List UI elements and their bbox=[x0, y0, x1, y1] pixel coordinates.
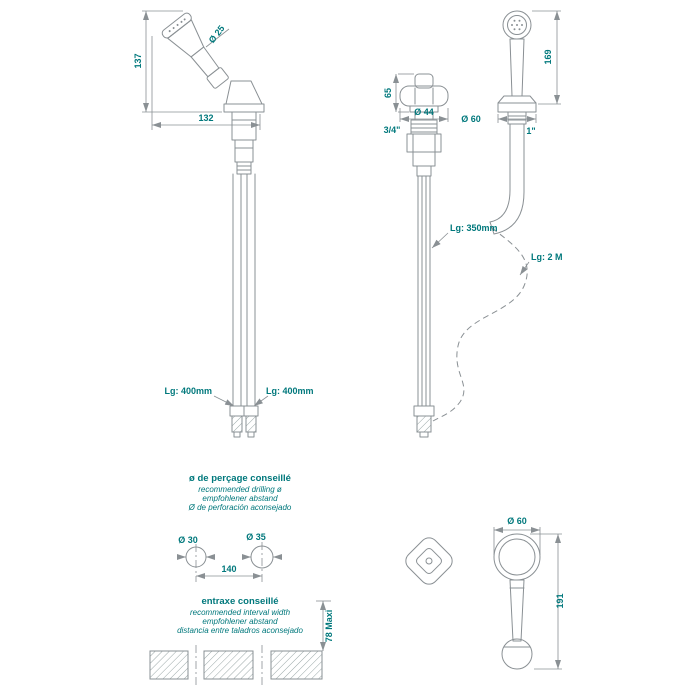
mixer-body bbox=[223, 80, 265, 175]
valve-column bbox=[399, 73, 449, 438]
drilling-line-en: recommended drilling ø bbox=[198, 485, 282, 494]
side-shower-thread-label: 1" bbox=[526, 126, 535, 136]
dim-flange-diameter: Ø 60 1" bbox=[461, 114, 537, 136]
dim-flex-2m: Lg: 2 M bbox=[519, 252, 563, 276]
dim-handle-diameter: Ø 44 3/4" bbox=[384, 107, 449, 135]
spacing-note-block: entraxe conseillé recommended interval w… bbox=[177, 596, 303, 635]
escutcheon-handle bbox=[493, 533, 541, 670]
front-left-hose-label: Lg: 400mm bbox=[164, 386, 212, 396]
flexible-hose-path bbox=[432, 227, 528, 422]
front-view: Ø 25 137 132 Lg: 400mm Lg: 400mm bbox=[133, 10, 314, 438]
hole-right-label: Ø 35 bbox=[246, 532, 266, 542]
handshower-column bbox=[432, 10, 537, 422]
front-width-label: 132 bbox=[198, 113, 213, 123]
front-height-label: 137 bbox=[133, 53, 143, 68]
dim-width-132: 132 bbox=[151, 36, 261, 130]
spacing-title: entraxe conseillé bbox=[201, 596, 278, 607]
dim-left-hose: Lg: 400mm bbox=[164, 386, 235, 407]
spacing-line-de: empfohlener abstand bbox=[202, 617, 278, 626]
side-flange-diameter-label: Ø 60 bbox=[461, 114, 481, 124]
drilling-diagram: ø de perçage conseillé recommended drill… bbox=[149, 473, 334, 685]
spacing-line-en: recommended interval width bbox=[190, 608, 291, 617]
handle-detail: Ø 60 191 bbox=[405, 516, 565, 670]
side-view: 65 Ø 44 3/4" 169 Ø 60 1" Lg: 350mm bbox=[383, 10, 563, 438]
dim-shower-height: 169 bbox=[532, 10, 561, 105]
detail-height-label: 191 bbox=[555, 593, 565, 608]
side-handle-thread-label: 3/4" bbox=[384, 125, 401, 135]
dim-head-diameter: Ø 25 bbox=[205, 23, 230, 48]
front-right-hose-label: Lg: 400mm bbox=[266, 386, 314, 396]
side-handle-diameter-label: Ø 44 bbox=[414, 107, 434, 117]
drilling-line-de: empfohlener abstand bbox=[202, 494, 278, 503]
front-head-diameter-label: Ø 25 bbox=[207, 23, 227, 45]
side-shower-height-label: 169 bbox=[543, 49, 553, 64]
supply-hoses bbox=[229, 173, 259, 438]
drill-holes: Ø 30 Ø 35 140 bbox=[177, 532, 282, 582]
side-hose-length-label: Lg: 350mm bbox=[450, 223, 498, 233]
drilling-note-block: ø de perçage conseillé recommended drill… bbox=[188, 473, 292, 512]
deck-max-label: 78 Maxi bbox=[324, 610, 334, 643]
side-flex-hose-label: Lg: 2 M bbox=[531, 252, 563, 262]
detail-diameter-label: Ø 60 bbox=[507, 516, 527, 526]
dim-right-hose: Lg: 400mm bbox=[253, 386, 314, 407]
deck-section bbox=[149, 645, 323, 685]
cross-handle-icon bbox=[405, 537, 453, 585]
hole-left-label: Ø 30 bbox=[178, 535, 198, 545]
drilling-line-es: Ø de perforación aconsejado bbox=[188, 503, 292, 512]
side-handle-height-label: 65 bbox=[383, 88, 393, 98]
handshower-icon bbox=[161, 12, 229, 89]
dim-deck-max: 78 Maxi bbox=[316, 600, 334, 651]
dim-height-137: 137 bbox=[133, 10, 222, 113]
dim-detail-height: 191 bbox=[530, 533, 565, 670]
dim-detail-diameter: Ø 60 bbox=[493, 516, 541, 555]
spacing-line-es: distancia entre taladros aconsejado bbox=[177, 626, 303, 635]
dim-hose-350: Lg: 350mm bbox=[431, 223, 498, 249]
hole-spacing-label: 140 bbox=[221, 564, 236, 574]
drilling-title: ø de perçage conseillé bbox=[189, 473, 291, 484]
